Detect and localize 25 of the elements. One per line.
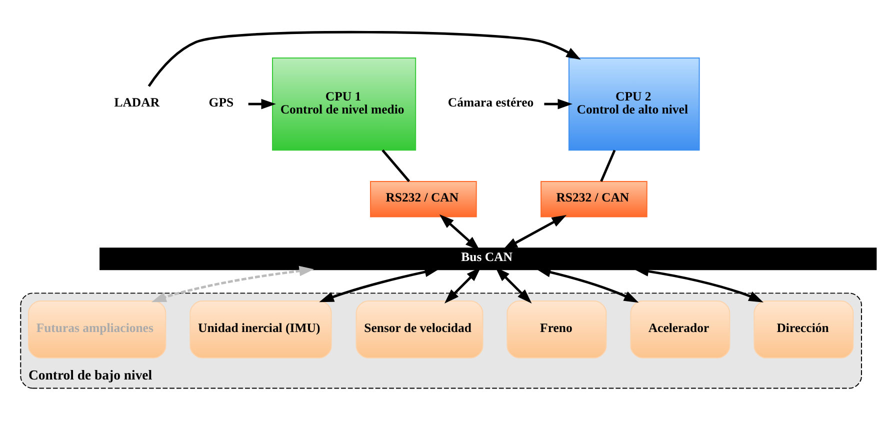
- arrow: [444, 267, 481, 304]
- arrow: [439, 214, 480, 251]
- connector: [382, 149, 410, 182]
- node-text: GPS: [208, 95, 234, 110]
- arrow: [544, 98, 572, 110]
- arrow: [248, 98, 276, 110]
- arrow: [536, 267, 639, 303]
- node-box: Dirección: [754, 300, 854, 358]
- node-box: Bus CAN: [100, 248, 877, 270]
- node-box: Freno: [506, 300, 607, 358]
- arrow: [148, 30, 581, 87]
- node-box: CPU 1 Control de nivel medio: [272, 57, 416, 151]
- node-box: Sensor de velocidad: [356, 300, 484, 358]
- node-box: Futuras ampliaciones: [28, 300, 166, 358]
- node-box: Unidad inercial (IMU): [190, 300, 332, 358]
- node-text: LADAR: [114, 95, 160, 110]
- node-box: CPU 2 Control de alto nivel: [568, 57, 700, 151]
- connector: [600, 150, 616, 182]
- arrow: [502, 215, 567, 250]
- node-text: Cámara estéreo: [448, 95, 534, 110]
- arrow: [495, 267, 532, 304]
- arrow: [151, 266, 314, 302]
- node-box: RS232 / CAN: [540, 180, 648, 218]
- node-box: RS232 / CAN: [370, 180, 477, 218]
- node-box: Acelerador: [630, 300, 730, 358]
